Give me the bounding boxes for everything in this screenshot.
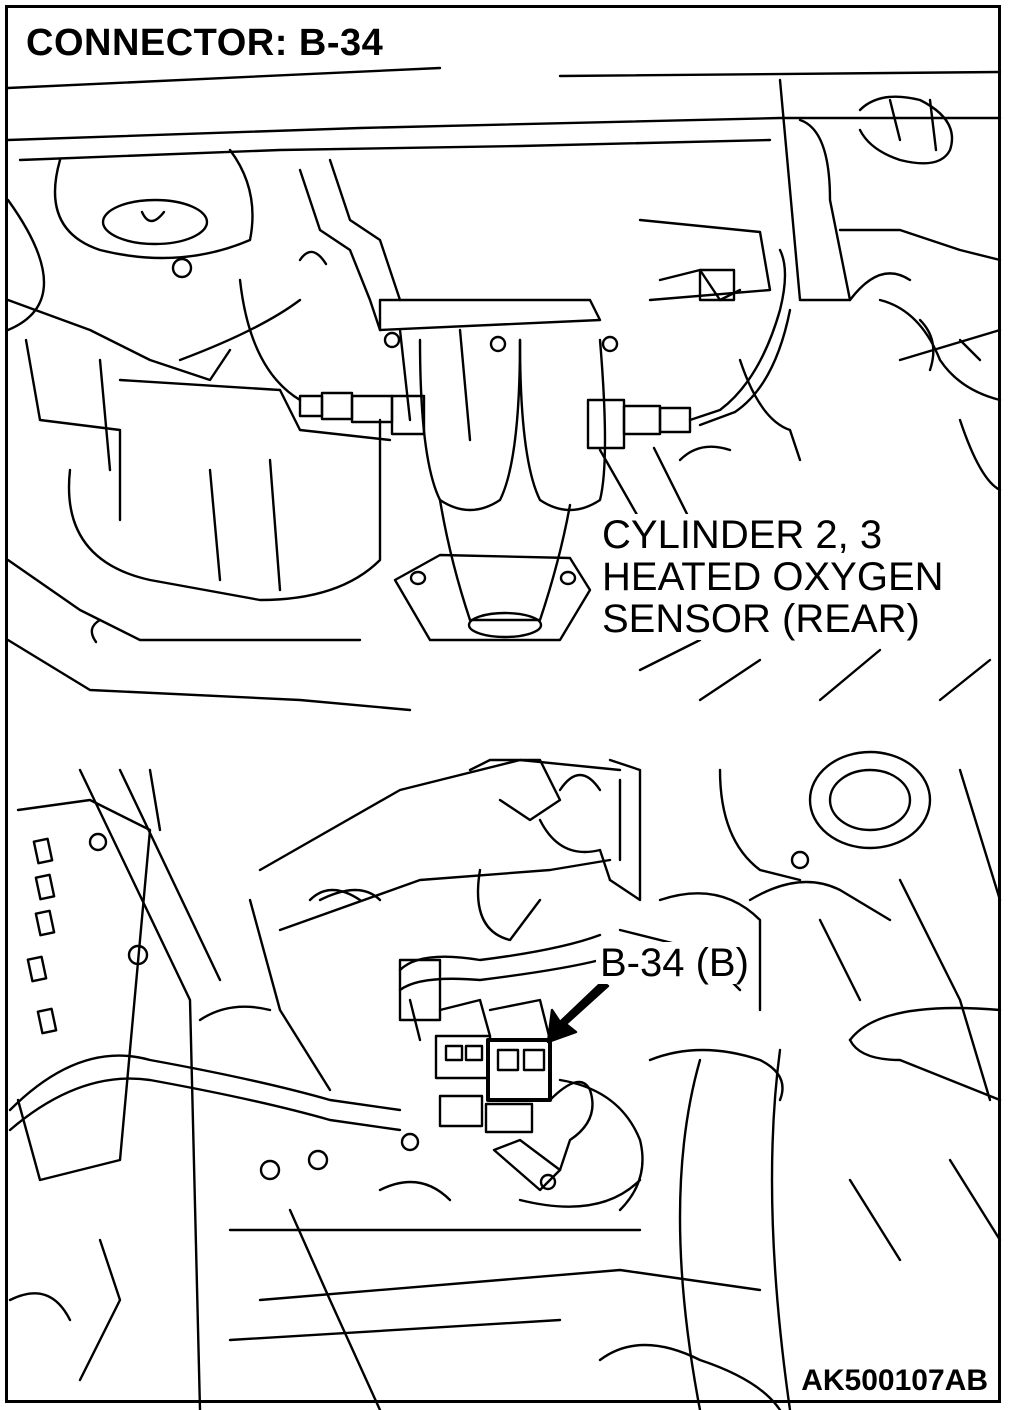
bottom-illustration [8, 750, 1002, 1410]
sensor-label-line2: HEATED OXYGEN [602, 555, 944, 599]
figure-code: AK500107AB [801, 1364, 988, 1397]
connector-callout: B-34 (B) [596, 942, 753, 984]
sensor-label-line1: CYLINDER 2, 3 [602, 513, 883, 557]
arrow-down-left-icon [546, 980, 610, 1044]
sensor-label-line3: SENSOR (REAR) [602, 597, 920, 641]
top-illustration [6, 66, 1002, 712]
diagram-frame [5, 5, 1001, 1403]
page-title: CONNECTOR: B-34 [26, 22, 384, 64]
sensor-callout: CYLINDER 2, 3 HEATED OXYGEN SENSOR (REAR… [598, 514, 948, 640]
